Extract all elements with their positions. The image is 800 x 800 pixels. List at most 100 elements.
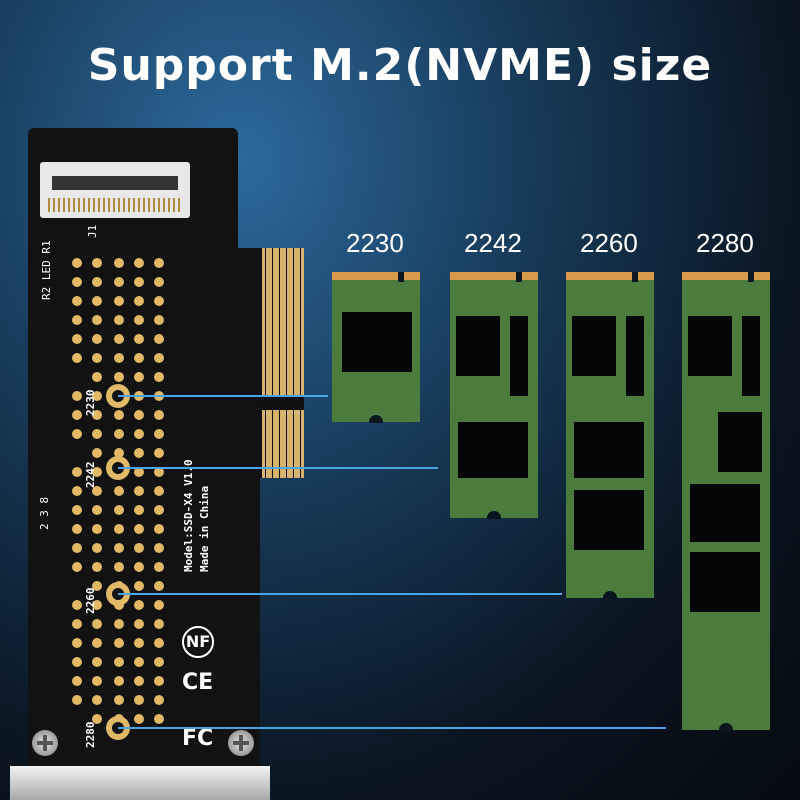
solder-pad xyxy=(92,714,102,724)
ssd-key-notch xyxy=(748,272,754,282)
solder-pad xyxy=(92,543,102,553)
solder-pad xyxy=(114,448,124,458)
solder-pad xyxy=(92,676,102,686)
led-label: R2 LED R1 xyxy=(40,240,53,300)
solder-pad xyxy=(114,296,124,306)
solder-pad xyxy=(72,638,82,648)
solder-pad xyxy=(154,315,164,325)
solder-pad xyxy=(154,695,164,705)
solder-pad xyxy=(114,353,124,363)
solder-pad xyxy=(114,524,124,534)
solder-pad xyxy=(72,334,82,344)
solder-pad xyxy=(92,334,102,344)
hole-size-label: 2260 xyxy=(84,587,97,615)
solder-pad xyxy=(154,638,164,648)
gold-finger-contact xyxy=(276,248,279,478)
solder-pad xyxy=(154,429,164,439)
solder-pad xyxy=(134,296,144,306)
solder-pad xyxy=(92,296,102,306)
solder-pad xyxy=(154,505,164,515)
small-board-label: 2 3 8 xyxy=(38,496,51,530)
gold-finger-contact xyxy=(293,248,297,478)
solder-pad xyxy=(154,296,164,306)
solder-pad xyxy=(154,524,164,534)
ce-mark: CE xyxy=(182,670,214,695)
solder-pad xyxy=(134,334,144,344)
ssd-size-label: 2242 xyxy=(464,228,522,258)
solder-pad xyxy=(134,429,144,439)
solder-pad xyxy=(154,581,164,591)
solder-pad xyxy=(154,657,164,667)
solder-pad xyxy=(154,258,164,268)
ssd-screw-notch xyxy=(719,723,733,731)
solder-pad xyxy=(154,467,164,477)
solder-pad xyxy=(154,372,164,382)
ssd-chip xyxy=(458,422,528,478)
gold-finger-contact xyxy=(300,248,304,478)
pcie-gold-fingers xyxy=(258,248,304,478)
nf-mark: NF xyxy=(182,626,214,658)
ssd-screw-notch xyxy=(487,511,501,519)
ssd-chip xyxy=(690,484,760,542)
ssd-card-2260 xyxy=(566,272,654,599)
solder-pad xyxy=(72,695,82,705)
solder-pad xyxy=(92,695,102,705)
pcb-adapter-board xyxy=(28,128,238,768)
solder-pad xyxy=(114,562,124,572)
solder-pad xyxy=(72,543,82,553)
solder-pad xyxy=(72,619,82,629)
pcie-bracket xyxy=(10,766,270,800)
solder-pad xyxy=(114,315,124,325)
gold-finger-contact xyxy=(262,248,265,478)
solder-pad xyxy=(114,429,124,439)
solder-pad xyxy=(114,505,124,515)
guide-line xyxy=(118,467,438,469)
solder-pad xyxy=(72,505,82,515)
hole-size-label: 2230 xyxy=(84,389,97,417)
pcb-board-notch xyxy=(230,478,260,768)
solder-pad xyxy=(92,638,102,648)
hole-size-label: 2242 xyxy=(84,461,97,489)
solder-pad xyxy=(72,258,82,268)
solder-pad xyxy=(92,315,102,325)
gold-finger-contact xyxy=(265,248,269,478)
solder-pad xyxy=(114,334,124,344)
pcie-key-gap xyxy=(258,396,304,410)
solder-pad xyxy=(92,562,102,572)
solder-pad xyxy=(134,372,144,382)
solder-pad xyxy=(92,619,102,629)
solder-pad xyxy=(92,581,102,591)
solder-pad xyxy=(114,543,124,553)
solder-pad xyxy=(92,448,102,458)
fcc-mark: FC xyxy=(182,726,214,751)
solder-pad xyxy=(134,277,144,287)
guide-line xyxy=(118,727,666,729)
solder-pad xyxy=(72,353,82,363)
solder-pad xyxy=(154,714,164,724)
ssd-key-notch xyxy=(632,272,638,282)
solder-pad xyxy=(134,353,144,363)
solder-pad xyxy=(134,714,144,724)
screw-icon xyxy=(228,730,254,756)
solder-pad xyxy=(114,695,124,705)
model-text: Model:SSD-X4 V1.0 xyxy=(182,459,195,572)
solder-pad xyxy=(72,296,82,306)
ssd-key-notch xyxy=(398,272,404,282)
solder-pad xyxy=(134,524,144,534)
solder-pad xyxy=(72,315,82,325)
solder-pad xyxy=(92,486,102,496)
solder-pad xyxy=(154,600,164,610)
gold-finger-contact xyxy=(283,248,286,478)
solder-pad xyxy=(72,657,82,667)
solder-pad xyxy=(134,448,144,458)
connector-socket xyxy=(52,176,178,190)
ssd-key-notch xyxy=(516,272,522,282)
solder-pad xyxy=(114,657,124,667)
solder-pad xyxy=(92,391,102,401)
ssd-chip xyxy=(626,316,644,396)
solder-pad xyxy=(92,657,102,667)
solder-pad xyxy=(72,676,82,686)
solder-pad xyxy=(92,353,102,363)
solder-pad xyxy=(114,410,124,420)
solder-pad xyxy=(72,429,82,439)
